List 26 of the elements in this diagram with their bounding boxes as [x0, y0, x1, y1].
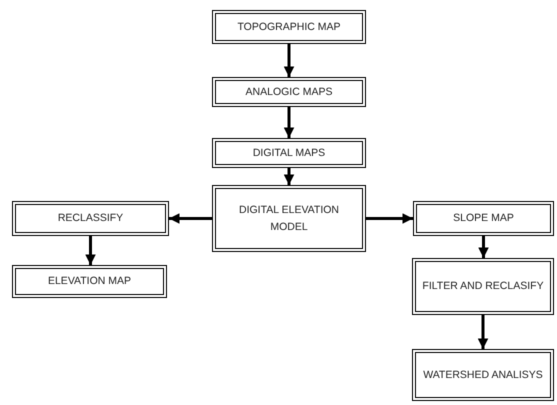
process-box: [412, 258, 554, 315]
process-box: [212, 138, 366, 168]
box-label: DIGITAL MAPS: [252, 146, 326, 161]
box-label: SLOPE MAP: [453, 211, 514, 226]
arrow: [366, 213, 413, 224]
arrow: [284, 168, 294, 185]
process-box: [12, 265, 167, 298]
arrow: [478, 315, 488, 349]
process-box: [12, 201, 169, 236]
process-box: [212, 185, 366, 252]
process-box: [413, 201, 554, 236]
box-label: ELEVATION MAP: [48, 274, 132, 290]
box-label: ANALOGIC MAPS: [246, 84, 332, 100]
arrow: [169, 213, 212, 224]
box-label: DIGITAL ELEVATION MODEL: [238, 202, 340, 234]
process-box: [212, 10, 366, 44]
process-box: [412, 349, 554, 401]
box-label: FILTER AND RECLASIFY: [422, 279, 544, 294]
process-box: [212, 77, 366, 107]
box-label: WATERSHED ANALISYS: [423, 368, 543, 383]
box-label: RECLASSIFY: [58, 211, 124, 226]
arrow: [284, 107, 294, 138]
arrow: [85, 236, 96, 265]
arrow: [478, 236, 489, 258]
arrow: [284, 44, 294, 77]
box-label: TOPOGRAPHIC MAP: [237, 20, 341, 35]
